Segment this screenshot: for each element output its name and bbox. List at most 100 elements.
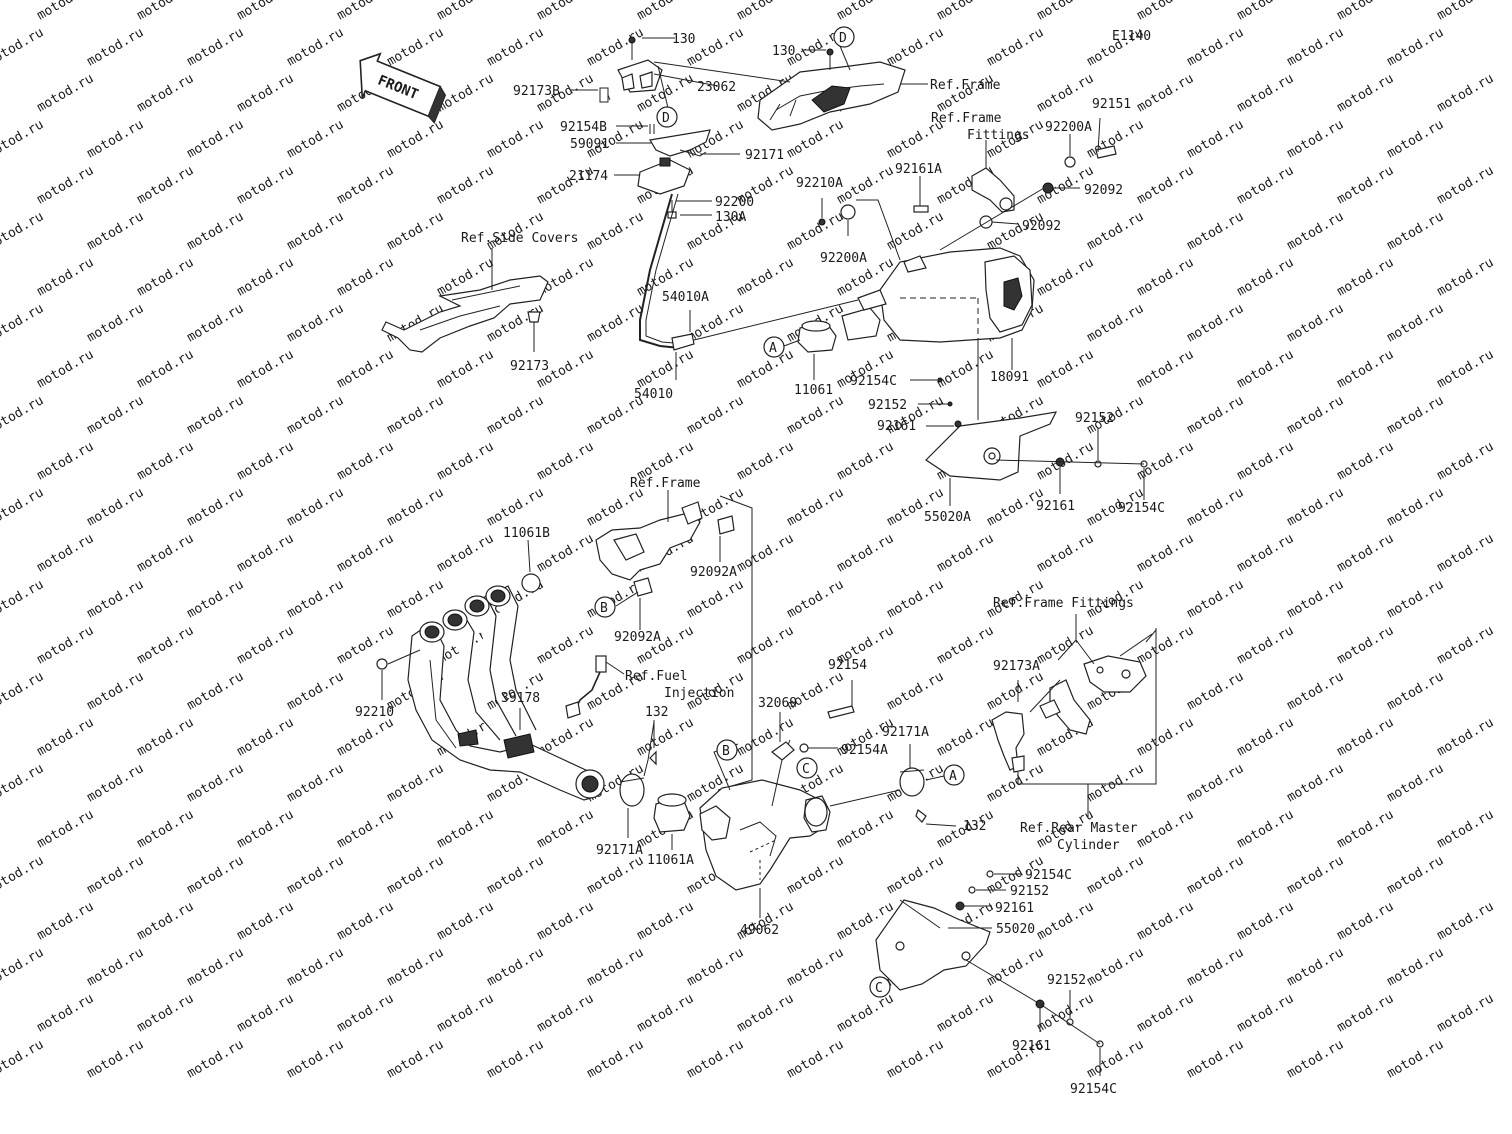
watermark-text: motod.ru [1185,577,1247,621]
ref-label: Ref.Frame Fittings [993,596,1134,611]
watermark-text: motod.ru [1135,531,1197,575]
part-label: 92200 [715,195,754,210]
watermark-text: motod.ru [1385,209,1447,253]
part-label: 92151 [1092,97,1131,112]
watermark-text: motod.ru [1235,531,1297,575]
watermark-text: motod.ru [1385,25,1447,69]
watermark-text: motod.ru [835,439,897,483]
watermark-text: motod.ru [85,209,147,253]
watermark-text: motod.ru [35,0,97,23]
watermark-text: motod.ru [485,853,547,897]
watermark-text: motod.ru [85,853,147,897]
part-label: 92200A [1045,120,1092,135]
part-label: 55020A [924,510,971,525]
watermark-text: motod.ru [835,531,897,575]
watermark-text: motod.ru [135,0,197,23]
watermark-text: motod.ru [1135,715,1197,759]
watermark-text: motod.ru [0,1037,46,1081]
watermark-text: motod.ru [1285,669,1347,713]
watermark-text: motod.ru [1085,945,1147,989]
watermark-text: motod.ru [1385,945,1447,989]
watermark-text: motod.ru [935,623,997,667]
watermark-text: motod.ru [335,991,397,1035]
part-label: 39178 [501,691,540,706]
callout-d-left: D [656,106,678,128]
watermark-text: motod.ru [985,25,1047,69]
callout-a-label: A [949,769,957,784]
part-label: 92210A [796,176,843,191]
watermark-text: motod.ru [335,163,397,207]
watermark-text: motod.ru [585,25,647,69]
watermark-text: motod.ru [235,991,297,1035]
watermark-text: motod.ru [435,0,497,23]
watermark-text: motod.ru [385,853,447,897]
watermark-text: motod.ru [135,163,197,207]
part-label: 92152 [1010,884,1049,899]
watermark-text: motod.ru [685,301,747,345]
watermark-text: motod.ru [985,945,1047,989]
watermark-text: motod.ru [335,255,397,299]
callout-c-bottom: C [869,976,891,998]
watermark-text: motod.ru [1035,255,1097,299]
ref-label: Ref.Side Covers [461,231,578,246]
part-label: 92092A [614,630,661,645]
watermark-text: motod.ru [485,1037,547,1081]
watermark-text: motod.ru [1235,899,1297,943]
part-label: 92154B [560,120,607,135]
watermark-text: motod.ru [435,163,497,207]
part-label: 92161A [895,162,942,177]
watermark-text: motod.ru [235,531,297,575]
watermark-text: motod.ru [1285,761,1347,805]
watermark-text: motod.ru [785,393,847,437]
callout-b-mid: B [594,596,616,618]
watermark-text: motod.ru [0,209,46,253]
watermark-text: motod.ru [1135,163,1197,207]
watermark-text: motod.ru [835,0,897,23]
watermark-text: motod.ru [1235,623,1297,667]
watermark-text: motod.ru [285,393,347,437]
watermark-text: motod.ru [1235,163,1297,207]
clamp-92171A-right [899,744,957,827]
watermark-text: motod.ru [685,945,747,989]
part-label: 92161 [877,419,916,434]
watermark-text: motod.ru [1185,25,1247,69]
watermark-text: motod.ru [1235,439,1297,483]
callout-a-label: A [769,341,777,356]
watermark-text: motod.ru [185,669,247,713]
watermark-text: motod.ru [135,715,197,759]
watermark-text: motod.ru [885,1037,947,1081]
watermark-text: motod.ru [335,439,397,483]
watermark-text: motod.ru [735,347,797,391]
watermark-text: motod.ru [285,485,347,529]
watermark-text: motod.ru [235,71,297,115]
watermark-text: motod.ru [185,1037,247,1081]
watermark-text: motod.ru [1335,899,1397,943]
watermark-text: motod.ru [1435,623,1497,667]
watermark-text: motod.ru [1135,255,1197,299]
watermark-text: motod.ru [1335,0,1397,23]
watermark-text: motod.ru [1385,1037,1447,1081]
watermark-text: motod.ru [1235,0,1297,23]
watermark-text: motod.ru [0,117,46,161]
watermark-text: motod.ru [285,301,347,345]
watermark-text: motod.ru [1085,209,1147,253]
watermark-text: motod.ru [585,853,647,897]
callout-d-label: D [839,31,847,46]
watermark-text: motod.ru [835,991,897,1035]
watermark-text: motod.ru [35,347,97,391]
watermark-text: motod.ru [1085,301,1147,345]
watermark-text: motod.ru [185,301,247,345]
watermark-text: motod.ru [1185,1037,1247,1081]
watermark-text: motod.ru [85,117,147,161]
watermark-text: motod.ru [85,761,147,805]
watermark-text: motod.ru [1435,991,1497,1035]
watermark-text: motod.ru [1235,255,1297,299]
watermark-text: motod.ru [335,0,397,23]
heat-guard-55020A [910,377,1148,506]
watermark-text: motod.ru [285,577,347,621]
watermark-text: motod.ru [1035,991,1097,1035]
watermark-text: motod.ru [1435,71,1497,115]
watermark-text: motod.ru [535,899,597,943]
part-label: 92154C [1025,868,1072,883]
